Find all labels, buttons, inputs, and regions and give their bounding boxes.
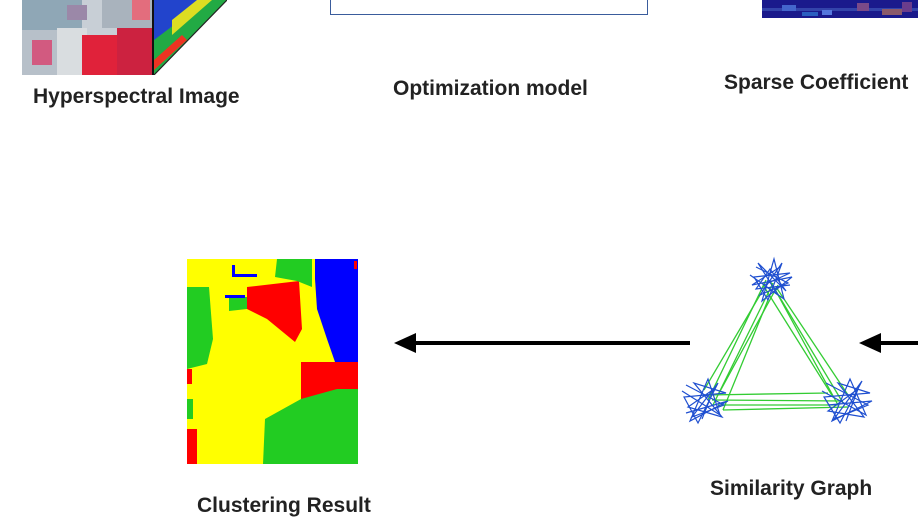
cluster-map-icon: [187, 259, 358, 464]
similarity-graph: [678, 255, 874, 427]
clustering-result-label: Clustering Result: [197, 494, 371, 517]
heatmap-matrix-icon: [762, 0, 918, 18]
flow-arrow-to-similarity: [859, 330, 918, 356]
network-graph-icon: [681, 256, 873, 425]
left-arrow-icon: [394, 333, 690, 353]
similarity-graph-label: Similarity Graph: [710, 477, 873, 500]
optimization-model-box: [330, 0, 648, 15]
sparse-coefficient-matrix: [762, 0, 918, 18]
flow-arrow-to-clustering: [394, 330, 692, 356]
optimization-model-label: Optimization model: [393, 77, 588, 100]
false-color-image-icon: [22, 0, 227, 75]
sparse-coefficient-label: Sparse Coefficient: [724, 71, 909, 94]
hyperspectral-image-thumbnail: [22, 0, 227, 75]
hyperspectral-image-label: Hyperspectral Image: [33, 85, 240, 108]
left-arrow-icon: [859, 333, 918, 353]
clustering-result-map: [187, 259, 358, 464]
